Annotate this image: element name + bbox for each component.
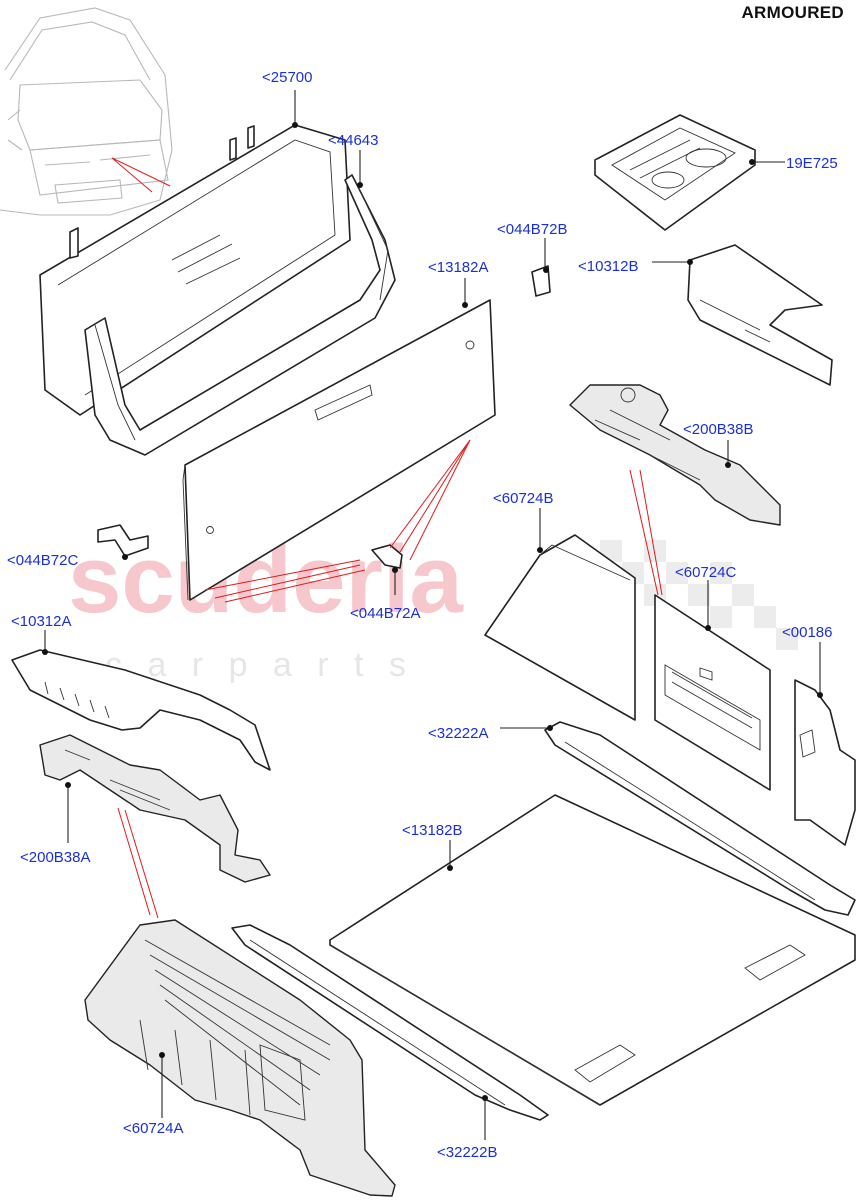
callout-10312B[interactable]: <10312B xyxy=(578,258,638,275)
part-200B38B-bracket xyxy=(569,384,781,526)
part-32222B-rail xyxy=(231,924,549,1121)
part-13182A-board xyxy=(182,299,496,601)
part-60724B-panel xyxy=(484,534,636,721)
part-13182B-floor xyxy=(329,794,856,1106)
callout-60724A[interactable]: <60724A xyxy=(123,1120,183,1137)
callout-10312A[interactable]: <10312A xyxy=(11,613,71,630)
part-10312A-trim xyxy=(11,649,271,771)
callout-32222A[interactable]: <32222A xyxy=(428,725,488,742)
callout-200B38A[interactable]: <200B38A xyxy=(20,849,90,866)
callout-13182A[interactable]: <13182A xyxy=(428,259,488,276)
callout-044B72B[interactable]: <044B72B xyxy=(497,221,567,238)
part-60724A-side-trim xyxy=(84,919,396,1197)
part-044B72C-bracket xyxy=(97,524,149,560)
callout-200B38B[interactable]: <200B38B xyxy=(683,421,753,438)
callout-44643[interactable]: <44643 xyxy=(328,132,378,149)
part-19E725-kit xyxy=(594,114,756,231)
callout-00186[interactable]: <00186 xyxy=(782,624,832,641)
part-25700-panel xyxy=(39,124,351,416)
part-200B38A-bracket xyxy=(39,734,271,883)
callout-60724B[interactable]: <60724B xyxy=(493,490,553,507)
variant-label: ARMOURED xyxy=(741,3,844,22)
callout-32222B[interactable]: <32222B xyxy=(437,1144,497,1161)
part-044B72B-bracket xyxy=(531,265,551,297)
callout-044B72C[interactable]: <044B72C xyxy=(7,552,78,569)
part-32222A-rail xyxy=(544,721,856,916)
part-10312B-trim xyxy=(687,244,833,386)
part-44643-seal xyxy=(84,174,396,456)
callout-25700[interactable]: <25700 xyxy=(262,69,312,86)
part-60724C-panel xyxy=(654,594,771,791)
callout-19E725[interactable]: 19E725 xyxy=(786,155,838,172)
callout-044B72A[interactable]: <044B72A xyxy=(350,605,420,622)
callout-13182B[interactable]: <13182B xyxy=(402,822,462,839)
callout-60724C[interactable]: <60724C xyxy=(675,564,736,581)
part-00186-trim xyxy=(794,679,856,846)
leader-lines xyxy=(42,90,823,1140)
part-044B72A-bracket xyxy=(371,544,403,569)
vehicle-rear-outline xyxy=(0,7,173,216)
watermark-subtext: c a r p a r t s xyxy=(105,646,414,684)
